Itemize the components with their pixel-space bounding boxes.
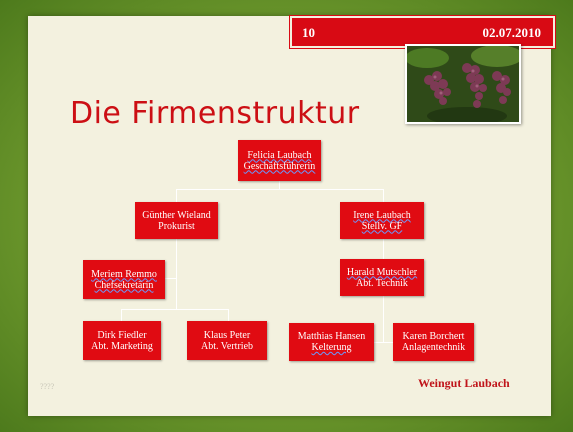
footer-small-text: ???? bbox=[40, 382, 55, 391]
connector-right-bottom bbox=[374, 342, 393, 343]
header-bar: 10 02.07.2010 bbox=[289, 15, 556, 49]
org-box-vertrieb-role: Abt. Vertrieb bbox=[200, 340, 254, 352]
grapes-image bbox=[407, 46, 519, 122]
slide: 10 02.07.2010 Die Firmenstr bbox=[28, 15, 556, 416]
org-box-secretary-role: Chefsekretärin bbox=[94, 279, 154, 291]
org-box-right-manager[interactable]: Irene Laubach Stellv. GF bbox=[340, 202, 424, 239]
org-box-kelterung-role: Kelterung bbox=[311, 342, 352, 353]
org-box-kelterung[interactable]: Matthias Hansen Kelterung bbox=[289, 323, 374, 361]
footer-brand: Weingut Laubach bbox=[418, 376, 510, 390]
org-box-right-manager-role: Stellv. GF bbox=[361, 220, 403, 232]
connector-left-down bbox=[176, 189, 177, 202]
org-box-marketing-role: Abt. Marketing bbox=[91, 340, 153, 352]
slide-date: 02.07.2010 bbox=[482, 25, 542, 40]
org-box-secretary[interactable]: Meriem Remmo Chefsekretärin bbox=[83, 260, 165, 299]
connector-left-vertical bbox=[176, 239, 177, 309]
org-box-ceo-name: Felicia Laubach bbox=[247, 149, 312, 161]
connector-vertrieb-down bbox=[228, 309, 229, 321]
slide-title: Die Firmenstruktur bbox=[70, 96, 360, 131]
page-number: 10 bbox=[302, 25, 315, 40]
org-box-ceo[interactable]: Felicia Laubach Geschäftsführerin bbox=[238, 140, 321, 181]
org-box-secretary-name: Meriem Remmo bbox=[91, 268, 157, 280]
org-box-left-manager[interactable]: Günther Wieland Prokurist bbox=[135, 202, 218, 239]
org-box-vertrieb[interactable]: Klaus Peter Abt. Vertrieb bbox=[187, 321, 267, 360]
connector-top-horizontal bbox=[176, 189, 383, 190]
org-box-left-manager-name: Günther Wieland bbox=[142, 209, 211, 221]
connector-marketing-down bbox=[121, 309, 122, 321]
org-box-technik[interactable]: Harald Mutschler Abt. Technik bbox=[340, 259, 424, 296]
connector-right-vertical bbox=[383, 239, 384, 259]
org-box-technik-name: Harald Mutschler bbox=[346, 266, 418, 278]
org-box-marketing[interactable]: Dirk Fiedler Abt. Marketing bbox=[83, 321, 161, 360]
connector-technik-down bbox=[383, 296, 384, 342]
connector-secretary bbox=[165, 278, 176, 279]
org-box-anlagen-role: Anlagentechnik bbox=[401, 342, 466, 353]
org-box-technik-role: Abt. Technik bbox=[356, 277, 408, 289]
org-box-marketing-name: Dirk Fiedler bbox=[97, 329, 147, 341]
grapes-photo bbox=[405, 44, 521, 124]
org-box-kelterung-name: Matthias Hansen bbox=[297, 331, 366, 342]
connector-ceo-down bbox=[279, 181, 280, 189]
connector-left-bottom bbox=[121, 309, 228, 310]
org-box-anlagen-name: Karen Borchert bbox=[402, 331, 465, 342]
org-box-right-manager-name: Irene Laubach bbox=[353, 209, 411, 221]
org-box-anlagen[interactable]: Karen Borchert Anlagentechnik bbox=[393, 323, 474, 361]
org-box-ceo-role: Geschäftsführerin bbox=[243, 160, 316, 172]
connector-right-down bbox=[383, 189, 384, 202]
org-box-left-manager-role: Prokurist bbox=[158, 220, 195, 232]
org-box-vertrieb-name: Klaus Peter bbox=[203, 329, 251, 341]
